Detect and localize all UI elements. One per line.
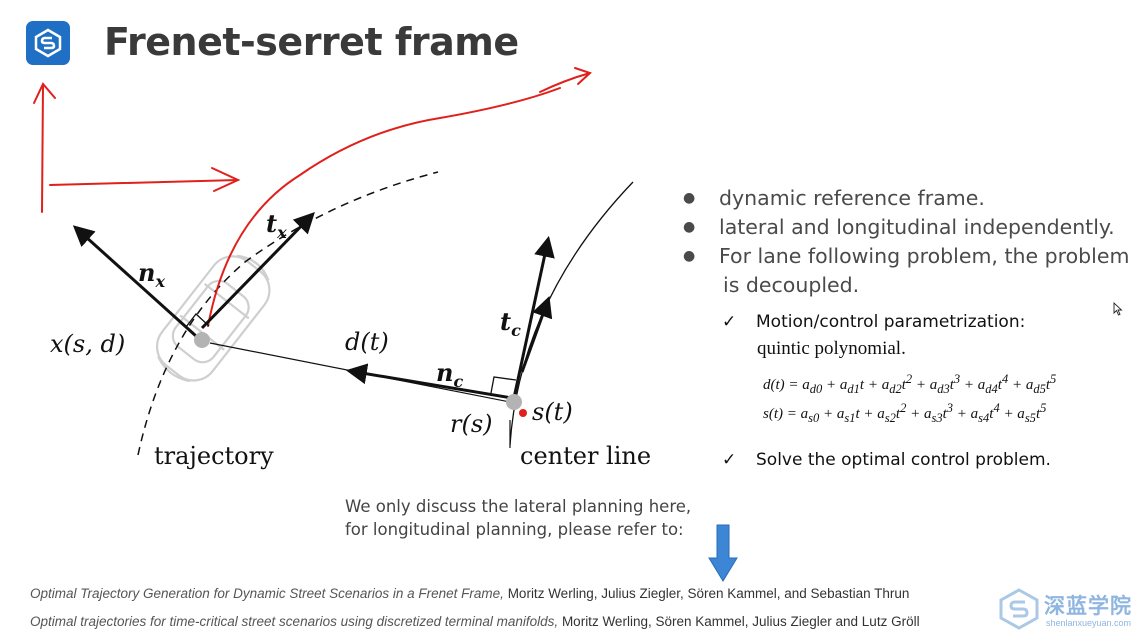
- nx-vector: [72, 225, 198, 338]
- watermark-text: 深蓝学院: [1044, 594, 1132, 618]
- watermark-logo-icon: [999, 588, 1039, 630]
- logo-icon: [34, 28, 62, 58]
- red-annotation: [33, 67, 592, 327]
- label-center-line: center line: [520, 442, 651, 470]
- equation-s: s(t) = as0 + as1t + as2t2 + as3t3 + as4t…: [763, 401, 1047, 425]
- trajectory-curve: [137, 171, 439, 456]
- frenet-diagram: tx nx x(s, d) d(t) nc tc s(t) r(s) traje…: [33, 67, 651, 470]
- tc-vector-2: [520, 296, 553, 373]
- point-s: [519, 409, 527, 417]
- equation-d: d(t) = ad0 + ad1t + ad2t2 + ad3t3 + ad4t…: [763, 372, 1057, 396]
- nc-vector: [345, 363, 513, 400]
- check-item-solve: ✓ Solve the optimal control problem.: [722, 450, 1051, 470]
- bullet-item: ●lateral and longitudinal independently.: [683, 215, 1115, 239]
- slide-title: Frenet-serret frame: [104, 20, 519, 64]
- label-trajectory: trajectory: [154, 442, 274, 470]
- checkmark-icon: ✓: [722, 312, 737, 332]
- label-tc: tc: [500, 307, 521, 340]
- point-r: [506, 394, 522, 410]
- note-line: We only discuss the lateral planning her…: [345, 497, 692, 516]
- point-x: [194, 332, 210, 348]
- bullet-list: ●dynamic reference frame. ●lateral and l…: [683, 184, 1143, 300]
- app-logo: [26, 21, 70, 65]
- watermark-sub: shenlanxueyuan.com: [1046, 618, 1132, 628]
- bullet-item: ●For lane following problem, the problem: [683, 244, 1130, 268]
- label-dt: d(t): [345, 328, 389, 356]
- mouse-cursor-icon: [1113, 302, 1123, 316]
- check-item-motion: ✓ Motion/control parametrization:: [722, 312, 1026, 332]
- right-angle-x: [185, 313, 210, 328]
- label-nc: nc: [436, 358, 463, 391]
- down-arrow-icon: [708, 524, 738, 582]
- lateral-note: We only discuss the lateral planning her…: [345, 495, 691, 541]
- label-rs: r(s): [450, 410, 493, 438]
- reference-1: Optimal Trajectory Generation for Dynami…: [30, 586, 910, 601]
- label-tx: tx: [266, 209, 287, 242]
- reference-2: Optimal trajectories for time-critical s…: [30, 614, 920, 629]
- tc-vector: [512, 235, 555, 399]
- bullet-item-continued: is decoupled.: [723, 273, 860, 297]
- checkmark-icon: ✓: [722, 450, 737, 470]
- label-xsd: x(s, d): [50, 330, 125, 358]
- bullet-item: ●dynamic reference frame.: [683, 186, 985, 210]
- note-line: for longitudinal planning, please refer …: [345, 520, 684, 539]
- label-nx: nx: [138, 258, 165, 291]
- right-angle-c: [490, 376, 517, 394]
- tx-vector: [200, 211, 315, 330]
- quintic-label: quintic polynomial.: [757, 338, 906, 359]
- label-st: s(t): [532, 398, 573, 426]
